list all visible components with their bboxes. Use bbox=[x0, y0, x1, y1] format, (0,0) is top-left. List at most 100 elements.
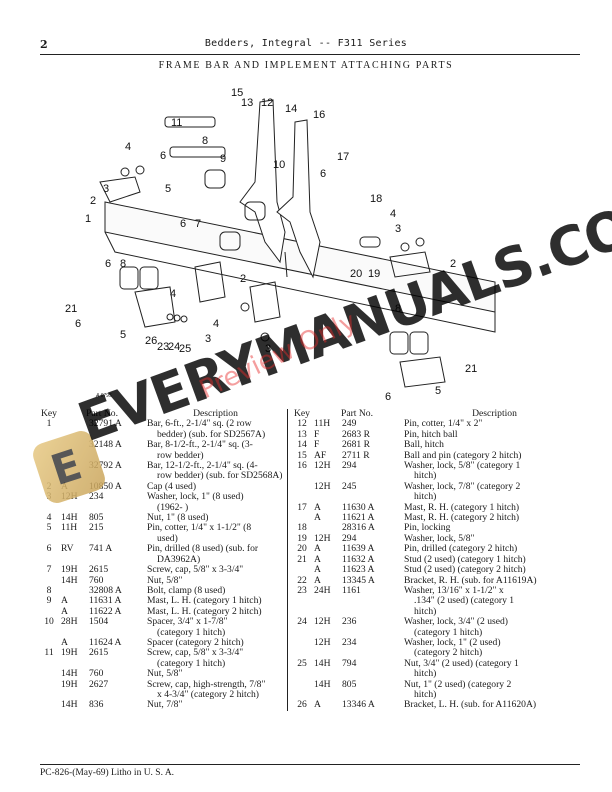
part-number: 32792 A bbox=[89, 460, 122, 472]
description-line: Screw, cap, high-strength, 7/8" bbox=[147, 678, 266, 690]
part-prefix: 12H bbox=[314, 616, 331, 628]
figure-id: A 6795 bbox=[96, 393, 112, 399]
part-number: 11639 A bbox=[342, 543, 375, 555]
diagram-svg: 15 13 12 14 11 16 8 9 10 17 4 6 3 2 1 5 … bbox=[65, 87, 496, 403]
part-key bbox=[37, 700, 61, 710]
part-number: 11622 A bbox=[89, 605, 122, 617]
exploded-parts-diagram: 15 13 12 14 11 16 8 9 10 17 4 6 3 2 1 5 … bbox=[55, 82, 505, 403]
svg-text:21: 21 bbox=[465, 363, 477, 375]
part-key bbox=[290, 680, 314, 701]
svg-text:2: 2 bbox=[450, 258, 456, 270]
part-description: Mast, L. H. (category 2 hitch) bbox=[143, 606, 284, 617]
part-prefix: A bbox=[314, 512, 321, 524]
part-number: 234 bbox=[89, 491, 104, 503]
part-prefix: RV bbox=[61, 543, 74, 555]
part-description: Bar, 8-1/2-ft., 2-1/4" sq. (3-row bedder… bbox=[143, 439, 284, 461]
header-description: Description bbox=[472, 408, 517, 419]
part-number: 2711 R bbox=[342, 449, 370, 461]
description-line: Washer, lock, 1" (8 used) bbox=[147, 491, 244, 503]
parts-list-header: Key Part No. Description bbox=[290, 408, 585, 419]
svg-text:5: 5 bbox=[165, 183, 171, 195]
part-description: Bar, 12-1/2-ft., 2-1/4" sq. (4-row bedde… bbox=[143, 460, 284, 482]
description-line: Bar, 12-1/2-ft., 2-1/4" sq. (4- bbox=[147, 460, 258, 472]
footer-rule bbox=[40, 764, 580, 765]
description-line: Nut, 1" (2 used) (category 2 bbox=[404, 678, 512, 690]
part-number: 294 bbox=[342, 532, 357, 544]
part-key: 10 bbox=[44, 616, 54, 628]
description-line: Cap (4 used) bbox=[147, 480, 197, 492]
description-line: Bracket, L. H. (sub. for A11620A) bbox=[404, 699, 537, 711]
description-line: Ball, hitch bbox=[404, 439, 444, 451]
part-description: Nut, 1" (8 used) bbox=[143, 512, 284, 524]
part-description: Bracket, R. H. (sub. for A11619A) bbox=[400, 575, 585, 586]
svg-text:21: 21 bbox=[65, 303, 77, 315]
part-key bbox=[290, 565, 314, 575]
part-prefix: 12H bbox=[314, 480, 331, 492]
svg-text:5: 5 bbox=[435, 385, 441, 397]
svg-text:13: 13 bbox=[241, 97, 253, 109]
part-key: 1 bbox=[46, 418, 52, 430]
part-description: Spacer (category 2 hitch) bbox=[143, 637, 284, 648]
svg-text:6: 6 bbox=[160, 150, 166, 162]
part-key: 14 bbox=[297, 439, 307, 451]
part-number: 215 bbox=[89, 522, 104, 534]
part-prefix: F bbox=[314, 439, 320, 451]
part-number: 805 bbox=[89, 512, 104, 524]
description-line: Nut, 1" (8 used) bbox=[147, 512, 209, 524]
part-prefix: 14H bbox=[61, 699, 78, 711]
svg-text:17: 17 bbox=[337, 151, 349, 163]
svg-text:25: 25 bbox=[179, 343, 191, 355]
part-number: 794 bbox=[342, 657, 357, 669]
part-prefix: 11H bbox=[61, 522, 78, 534]
part-key: 17 bbox=[297, 501, 307, 513]
svg-text:11: 11 bbox=[171, 117, 182, 129]
part-number: 245 bbox=[342, 480, 357, 492]
part-key: 4 bbox=[46, 512, 52, 524]
part-number: 2681 R bbox=[342, 439, 370, 451]
part-prefix: 12H bbox=[314, 460, 331, 472]
description-line: Washer, lock, 3/4" (2 used) bbox=[404, 616, 508, 628]
part-number: 1504 bbox=[89, 616, 109, 628]
part-key: 6 bbox=[46, 543, 52, 555]
part-prefix: 24H bbox=[314, 584, 331, 596]
part-key: 9 bbox=[46, 595, 52, 607]
part-key: 8 bbox=[46, 584, 52, 596]
part-prefix: 19H bbox=[61, 678, 78, 690]
svg-text:3: 3 bbox=[265, 343, 271, 355]
svg-text:16: 16 bbox=[313, 109, 325, 121]
part-description: Nut, 5/8" bbox=[143, 668, 284, 680]
part-description: Screw, cap, high-strength, 7/8"x 4-3/4" … bbox=[143, 678, 284, 701]
part-prefix: A bbox=[314, 543, 321, 555]
description-line: hitch) bbox=[414, 688, 437, 700]
description-line: Nut, 5/8" bbox=[147, 574, 183, 586]
description-line: Nut, 3/4" (2 used) (category 1 bbox=[404, 657, 519, 669]
part-description: Mast, R. H. (category 1 hitch) bbox=[400, 502, 585, 513]
svg-text:24: 24 bbox=[168, 341, 180, 353]
svg-text:14: 14 bbox=[285, 103, 297, 115]
description-line: Spacer, 3/4" x 1-7/8" bbox=[147, 616, 228, 628]
description-line: Nut, 5/8" bbox=[147, 668, 183, 680]
part-description: Mast, R. H. (category 2 hitch) bbox=[400, 512, 585, 524]
svg-text:8: 8 bbox=[395, 303, 401, 315]
description-line: Bolt, clamp (8 used) bbox=[147, 584, 226, 596]
description-line: Screw, cap, 5/8" x 3-3/4" bbox=[147, 647, 244, 659]
part-description: Pin, hitch ball bbox=[400, 429, 585, 440]
part-number: 249 bbox=[342, 418, 357, 430]
description-line: Mast, R. H. (category 2 hitch) bbox=[404, 512, 520, 524]
part-key: 24 bbox=[297, 616, 307, 628]
part-description: Nut, 5/8" bbox=[143, 574, 284, 586]
